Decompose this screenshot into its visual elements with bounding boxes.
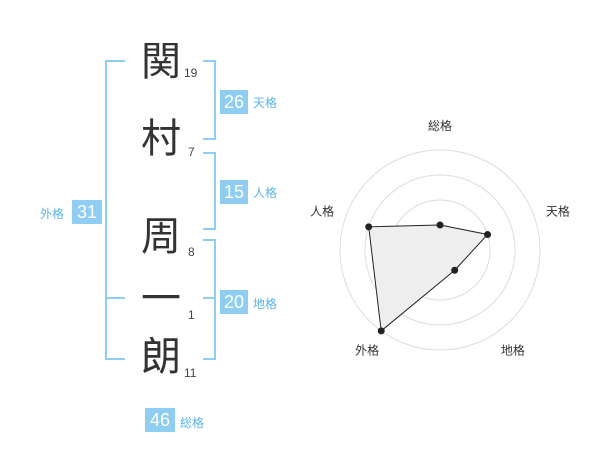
gaikaku-value: 31 [72, 200, 102, 224]
stroke-count-5: 11 [184, 366, 197, 380]
radar-axis-label-3: 地格 [501, 342, 525, 357]
chikaku-bracket-mid [203, 297, 216, 299]
name-char-2: 村 [141, 116, 181, 162]
radar-point-3 [451, 266, 459, 274]
radar-axis-label-2: 天格 [546, 204, 570, 219]
stroke-count-4: 1 [188, 308, 195, 322]
radar-axis-label-5: 人格 [310, 204, 334, 219]
chikaku-label: 地格 [253, 297, 278, 311]
radar-area [368, 224, 489, 332]
chikaku-bracket [203, 239, 216, 360]
name-char-5: 朗 [141, 334, 181, 380]
jinkaku-label: 人格 [253, 186, 278, 200]
radar-point-4 [377, 327, 385, 335]
gaikaku-bracket [105, 60, 125, 360]
radar-axis-label-1: 総格 [428, 118, 452, 133]
radar-ring-3 [364, 174, 516, 326]
chikaku-value: 20 [220, 290, 248, 314]
stroke-count-3: 8 [188, 245, 195, 259]
radar-point-5 [365, 223, 373, 231]
radar-point-1 [436, 221, 444, 229]
gaikaku-label: 外格 [40, 207, 65, 221]
stroke-count-1: 19 [184, 66, 198, 80]
soukaku-value: 46 [145, 408, 175, 432]
stroke-count-2: 7 [188, 145, 195, 159]
radar-ring-4 [339, 149, 541, 351]
tenkaku-label: 天格 [253, 96, 278, 110]
radar-point-2 [484, 231, 492, 239]
name-char-4: 一 [141, 276, 181, 322]
radar-axis-label-4: 外格 [355, 342, 379, 357]
soukaku-label: 総格 [180, 416, 205, 430]
name-char-1: 関 [141, 39, 181, 85]
name-char-3: 周 [141, 214, 181, 260]
tenkaku-value: 26 [220, 90, 248, 114]
gaikaku-bracket-mid [105, 297, 125, 299]
tenkaku-bracket [203, 60, 216, 140]
jinkaku-value: 15 [220, 180, 248, 204]
jinkaku-bracket [203, 152, 216, 230]
